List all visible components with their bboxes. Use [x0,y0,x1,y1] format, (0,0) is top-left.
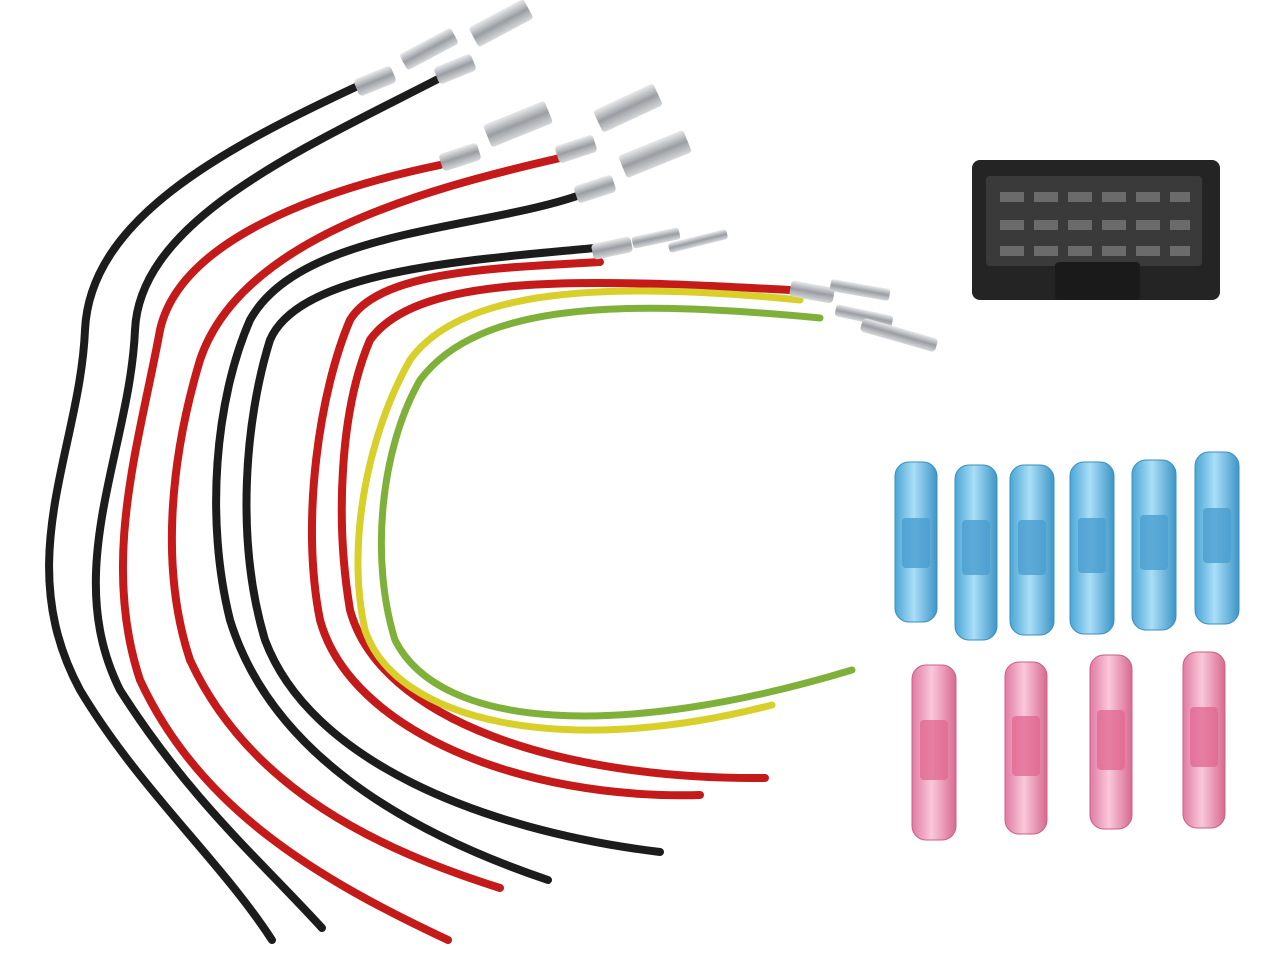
pink-heat-shrink-connectors [911,651,1226,841]
pin-terminal-cluster-2 [789,279,938,352]
pink-sleeve-1 [911,664,957,841]
red-wire-1 [118,161,452,944]
crimp-terminals [354,0,938,352]
blue-heat-shrink-connectors [894,451,1240,641]
pink-sleeve-3 [1089,654,1133,830]
connector-housing [972,160,1220,300]
blue-sleeve-2 [954,464,998,641]
pink-sleeve-4 [1182,651,1226,829]
blue-sleeve-3 [1009,464,1055,636]
blue-sleeve-4 [1069,461,1115,635]
blade-terminal-4 [555,84,662,163]
blade-terminal-1 [354,28,458,96]
black-wire-4 [242,244,664,856]
black-wire-3 [212,191,584,884]
red-wire-4 [337,278,794,783]
pin-terminal-cluster-1 [591,227,728,260]
blue-sleeve-5 [1131,459,1177,631]
blue-sleeve-6 [1194,451,1240,625]
blade-terminal-2 [434,0,533,84]
green-wire [377,304,856,720]
pink-sleeve-2 [1004,661,1048,835]
red-wire-2 [167,154,564,892]
yellow-wire [354,287,804,734]
wire-bundle [45,74,856,944]
blade-terminal-5 [574,130,692,203]
blue-sleeve-1 [894,461,938,623]
blade-terminal-3 [439,101,553,171]
black-wire-2 [91,74,444,932]
black-wire-1 [45,81,364,944]
red-wire-3 [307,258,704,800]
